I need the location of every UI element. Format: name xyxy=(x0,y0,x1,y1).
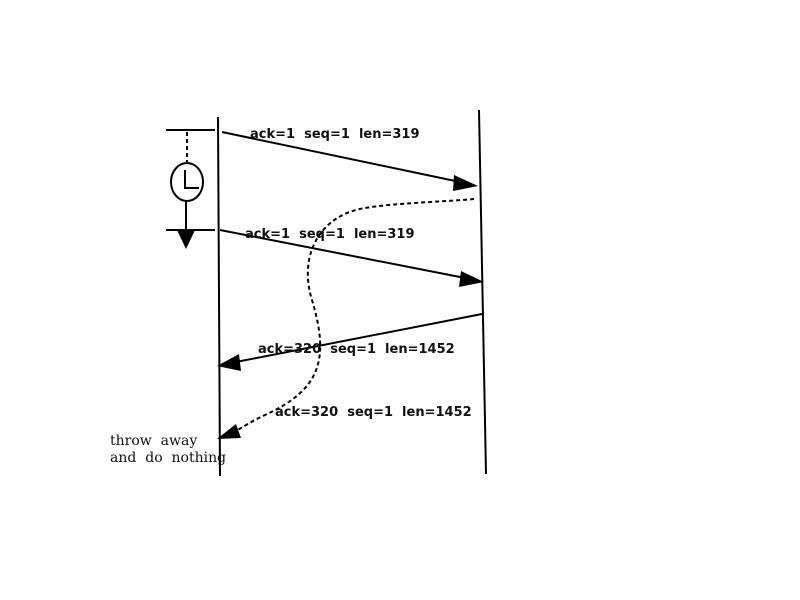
clock-icon xyxy=(170,162,204,202)
segment-2-arrow-line xyxy=(219,229,466,279)
note-line-2: and do nothing xyxy=(110,450,226,466)
segment-1-arrow-line xyxy=(221,131,461,183)
client-timeline xyxy=(217,116,221,477)
segment-3-arrowhead xyxy=(217,354,241,371)
segment-1-label: ack=1 seq=1 len=319 xyxy=(250,127,420,142)
segment-2-arrowhead xyxy=(459,271,484,287)
timer-arrowhead xyxy=(177,230,195,249)
segment-4-arrowhead xyxy=(217,424,241,439)
segment-3-label: ack=320 seq=1 len=1452 xyxy=(258,342,455,357)
segment-2-label: ack=1 seq=1 len=319 xyxy=(245,227,415,242)
segment-4-arrow-line xyxy=(235,198,475,432)
note-line-1: throw away xyxy=(110,433,197,449)
segment-4-label: ack=320 seq=1 len=1452 xyxy=(275,405,472,420)
segment-3-arrow-line xyxy=(235,313,483,363)
segment-1-arrowhead xyxy=(453,175,478,191)
server-timeline xyxy=(478,109,487,475)
